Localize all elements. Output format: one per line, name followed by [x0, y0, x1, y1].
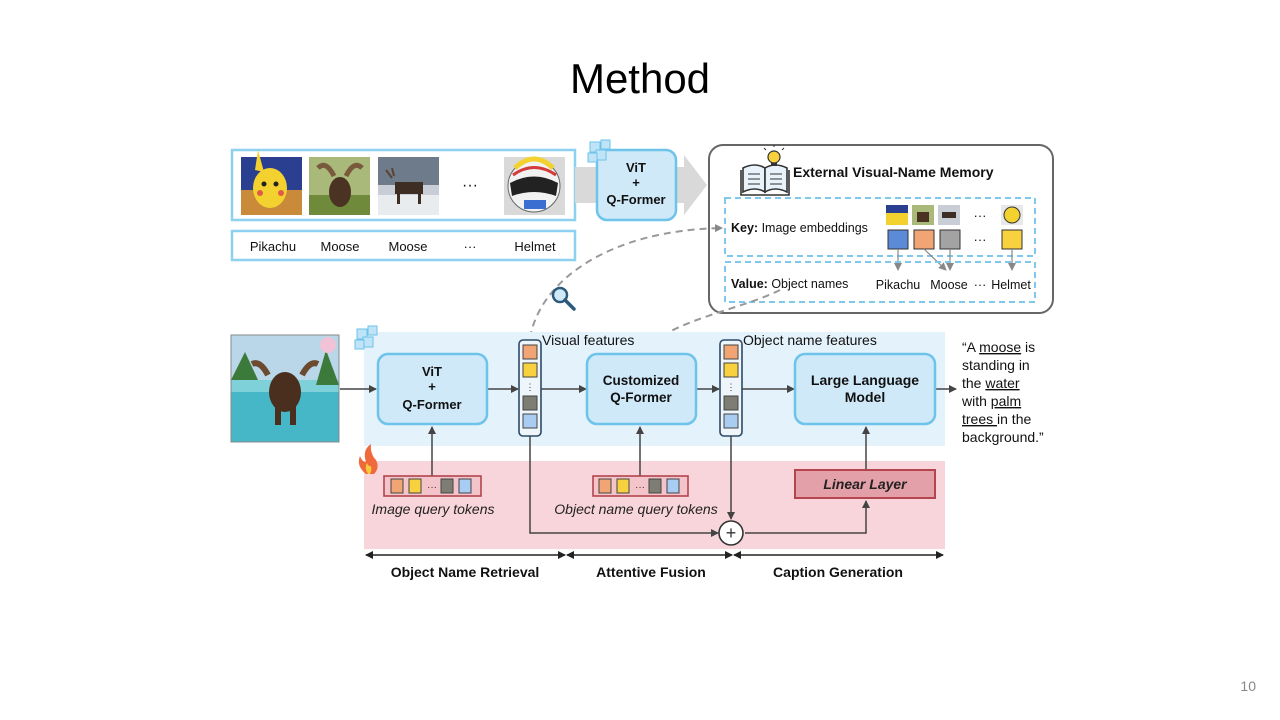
svg-text:···: ···: [427, 482, 437, 493]
memory-thumb-dots: ···: [974, 208, 987, 223]
llm-box: [793, 352, 937, 426]
input-moose-image: [230, 334, 340, 443]
customized-line2: Q-Former: [610, 390, 672, 405]
key-label: Key: Image embeddings: [731, 221, 868, 235]
value-label: Value: Object names: [731, 277, 848, 291]
label-strip: [230, 229, 577, 262]
memory-key-thumbs: [886, 205, 1023, 225]
svg-text:⋮: ⋮: [727, 382, 736, 392]
strip-label: Moose: [320, 239, 359, 254]
customized-line1: Customized: [603, 373, 680, 388]
slide-title: Method: [569, 55, 711, 102]
vit-top-line3: Q-Former: [606, 192, 665, 207]
fire-icon: [358, 444, 378, 474]
image-query-tokens: [383, 475, 482, 497]
memory-emb-dots: ···: [974, 232, 987, 247]
memory-name-dots: ···: [974, 278, 987, 292]
book-bulb-icon: [740, 145, 790, 196]
caption-line: trees in the: [962, 411, 1031, 427]
fusion-plus-sign: +: [726, 523, 737, 543]
value-region: [724, 261, 1036, 303]
strip-ellipsis: ···: [462, 177, 478, 194]
generated-caption: “A moose is standing in the water with palm…: [961, 339, 1044, 445]
page-number: 10: [1240, 678, 1256, 694]
retrieval-query-curve: [529, 224, 723, 339]
key-embedding-4: [1001, 229, 1023, 250]
llm-line2: Model: [845, 389, 885, 405]
thumb-moose-1: [309, 157, 370, 215]
thumb-helmet: [504, 156, 565, 215]
vit-top-line2: +: [632, 175, 640, 190]
linear-layer-label: Linear Layer: [823, 476, 908, 492]
strip-label: ···: [464, 239, 477, 254]
caption-line: “A moose is: [962, 339, 1035, 355]
svg-text:⋮: ⋮: [526, 382, 535, 392]
memory-name-moose: Moose: [930, 278, 968, 292]
key-embedding-2: [913, 229, 935, 250]
magnifier-icon: [551, 286, 576, 311]
strip-label: Pikachu: [250, 239, 296, 254]
caption-line: the water: [962, 375, 1020, 391]
visual-features-label: Visual features: [542, 332, 634, 348]
vit-top-line1: ViT: [626, 160, 646, 175]
thumb-moose-2: [378, 157, 439, 215]
svg-text:···: ···: [635, 482, 645, 493]
llm-line1: Large Language: [811, 372, 919, 388]
frozen-ice-icon: [587, 139, 611, 163]
thumb-pikachu: [241, 150, 302, 215]
stage-caption-generation: Caption Generation: [773, 564, 903, 580]
customized-qformer-box: [585, 352, 698, 426]
memory-title: External Visual-Name Memory: [793, 164, 994, 180]
vit-line1: ViT: [422, 364, 442, 379]
vit-qformer-box: [376, 352, 489, 426]
key-region: [724, 197, 1036, 257]
vit-line2: +: [428, 379, 436, 394]
object-name-query-tokens-label: Object name query tokens: [554, 501, 717, 517]
caption-line: standing in: [962, 357, 1030, 373]
image-query-tokens-label: Image query tokens: [372, 501, 495, 517]
memory-name-pikachu: Pikachu: [876, 278, 921, 292]
stage-attentive-fusion: Attentive Fusion: [596, 564, 706, 580]
vit-line3: Q-Former: [402, 397, 461, 412]
fusion-plus-circle: [718, 520, 744, 546]
strip-label: Helmet: [514, 239, 556, 254]
key-embedding-1: [887, 229, 909, 250]
object-name-features-label: Object name features: [743, 332, 877, 348]
memory-name-helmet: Helmet: [991, 278, 1031, 292]
key-embedding-3: [939, 229, 961, 250]
vit-qformer-top: [595, 148, 678, 222]
caption-line: background.”: [962, 429, 1044, 445]
frozen-ice-icon-pipeline: [354, 325, 378, 350]
caption-line: with palm: [961, 393, 1021, 409]
stage-object-name-retrieval: Object Name Retrieval: [391, 564, 540, 580]
external-memory-box: [708, 144, 1054, 314]
linear-layer-box: [794, 469, 936, 499]
strip-label: Moose: [388, 239, 427, 254]
